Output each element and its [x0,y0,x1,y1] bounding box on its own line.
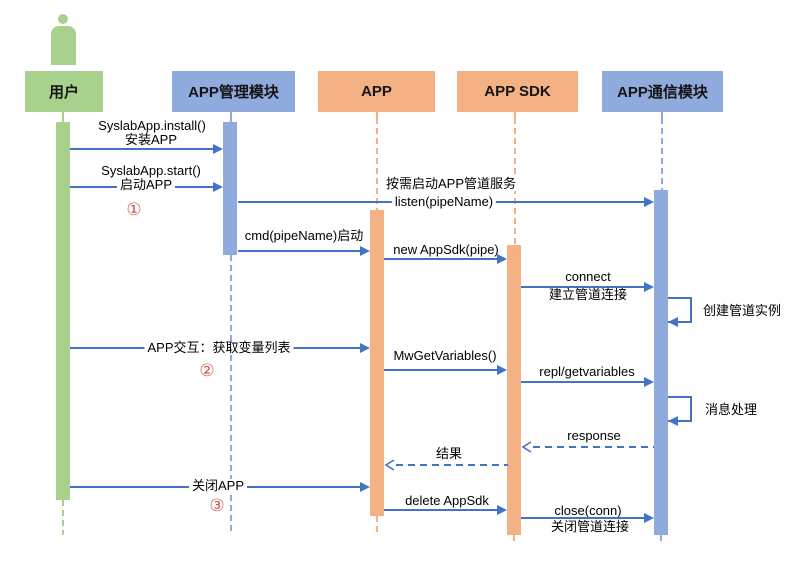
message-close-conn-line [521,517,646,519]
lifeline-comm-dashed-bottom [660,535,662,545]
activation-mgmt [223,122,237,255]
arrowhead-icon [644,282,654,292]
message-connect-line [521,286,646,288]
message-connect-label-1: connect [562,270,614,284]
step-badge-1: ① [126,200,142,219]
lifeline-sdk-stub [514,112,516,118]
arrowhead-icon [497,365,507,375]
message-install-label-1: SyslabApp.install() [95,119,209,133]
message-get-variables-line [384,369,499,371]
message-close-app-label: 关闭APP [188,479,248,493]
message-delete-appsdk-label: delete AppSdk [402,494,492,508]
message-response-label: response [564,429,624,443]
lifeline-app-stub [376,112,378,118]
lifeline-sdk-dashed-bottom [513,535,515,545]
lifeline-comm-dashed-top [661,118,663,190]
actor-mgmt-box: APP管理模块 [172,71,295,112]
activation-user [56,122,70,500]
message-response-line [533,446,654,448]
lifeline-mgmt-stub [230,112,232,122]
message-listen-label-1: 按需启动APP管道服务 [382,177,520,191]
self-loop-create-pipe-label: 创建管道实例 [699,304,785,318]
activation-comm [654,190,668,535]
person-icon-body [51,26,76,65]
arrowhead-icon [213,182,223,192]
message-install-line [70,148,215,150]
arrowhead-icon [668,416,678,426]
message-start-label-1: SyslabApp.start() [98,164,204,178]
message-cmd-label: cmd(pipeName)启动 [241,229,367,243]
activation-app [370,210,384,516]
message-close-conn-label-2: 关闭管道连接 [547,520,633,534]
message-connect-label-2: 建立管道连接 [545,288,631,302]
arrowhead-icon [644,513,654,523]
message-get-variables-label: MwGetVariables() [390,349,500,363]
arrowhead-icon [360,343,370,353]
actor-app-box: APP [318,71,435,112]
step-badge-2: ② [199,361,215,380]
message-result-line [396,464,508,466]
actor-comm-box: APP通信模块 [602,71,723,112]
self-loop-msg-handle [668,396,692,422]
message-start-label-2: 启动APP [116,178,176,192]
return-arrow-icon [521,441,532,453]
self-loop-msg-handle-label: 消息处理 [701,403,761,417]
message-install-label-2: 安装APP [121,133,181,147]
message-close-conn-label-1: close(conn) [551,504,625,518]
lifeline-app-dashed-bottom [376,516,378,532]
return-arrow-icon [384,459,395,471]
actor-user-box: 用户 [25,71,103,112]
lifeline-app-dashed-top [376,118,378,210]
message-app-interact-label: APP交互：获取变量列表 [144,341,294,355]
arrowhead-icon [213,144,223,154]
arrowhead-icon [497,505,507,515]
message-repl-label: repl/getvariables [536,365,638,379]
arrowhead-icon [644,197,654,207]
step-badge-3: ③ [209,496,225,515]
person-icon [58,14,68,24]
message-result-label: 结果 [432,447,466,461]
lifeline-user-dashed [62,500,64,535]
lifeline-mgmt-dashed [230,255,232,532]
message-repl-line [521,381,646,383]
self-loop-create-pipe [668,297,692,323]
message-listen-label-2: listen(pipeName) [391,195,497,209]
message-delete-appsdk-line [384,509,499,511]
message-new-appsdk-label: new AppSdk(pipe) [390,243,502,257]
arrowhead-icon [644,377,654,387]
arrowhead-icon [497,254,507,264]
lifeline-user-stub [62,112,64,122]
arrowhead-icon [360,482,370,492]
actor-sdk-box: APP SDK [457,71,578,112]
message-cmd-line [238,250,362,252]
arrowhead-icon [668,317,678,327]
activation-sdk [507,245,521,535]
message-new-appsdk-line [384,258,499,260]
arrowhead-icon [360,246,370,256]
lifeline-comm-stub [661,112,663,118]
